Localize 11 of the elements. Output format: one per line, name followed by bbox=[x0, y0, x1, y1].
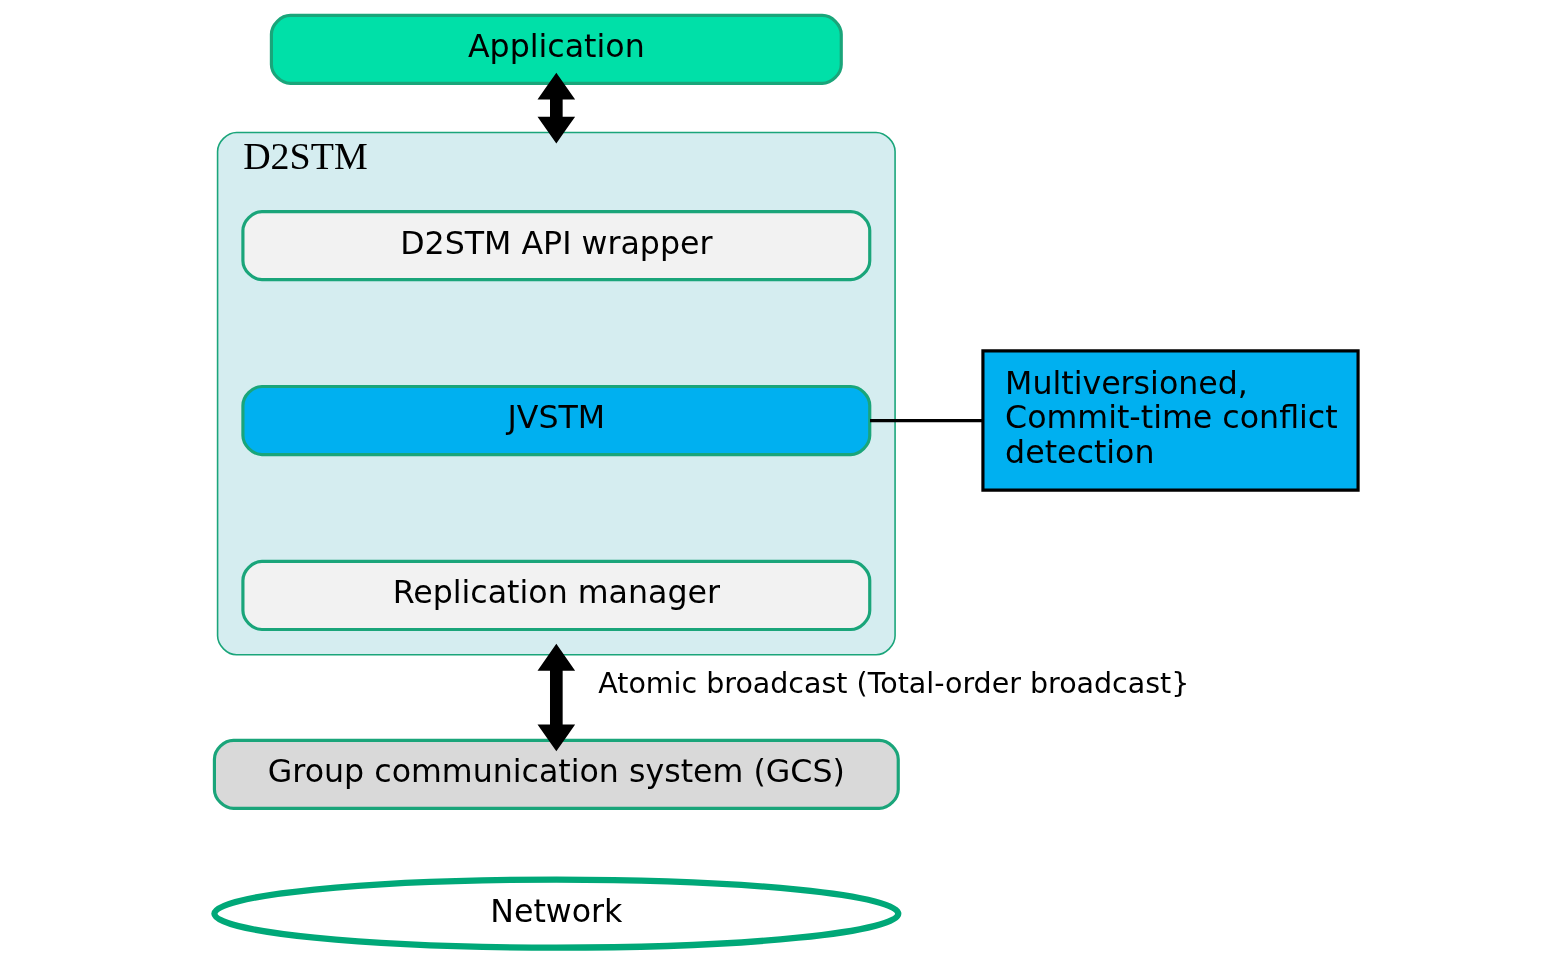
node-box: Replication manager bbox=[240, 559, 871, 631]
node-ellipse: Network bbox=[210, 875, 901, 951]
edge-label: Atomic broadcast (Total-order broadcast} bbox=[597, 666, 1189, 700]
node-box: Multiversioned, Commit-time conflict detection bbox=[980, 348, 1360, 492]
arrow bbox=[537, 72, 575, 143]
arrow bbox=[537, 643, 575, 751]
node-box: JVSTM bbox=[240, 384, 871, 456]
node-box: Group communication system (GCS) bbox=[212, 738, 900, 810]
node-box: D2STM API wrapper bbox=[240, 209, 871, 281]
node-box: Application bbox=[269, 13, 843, 85]
connector bbox=[869, 418, 983, 422]
